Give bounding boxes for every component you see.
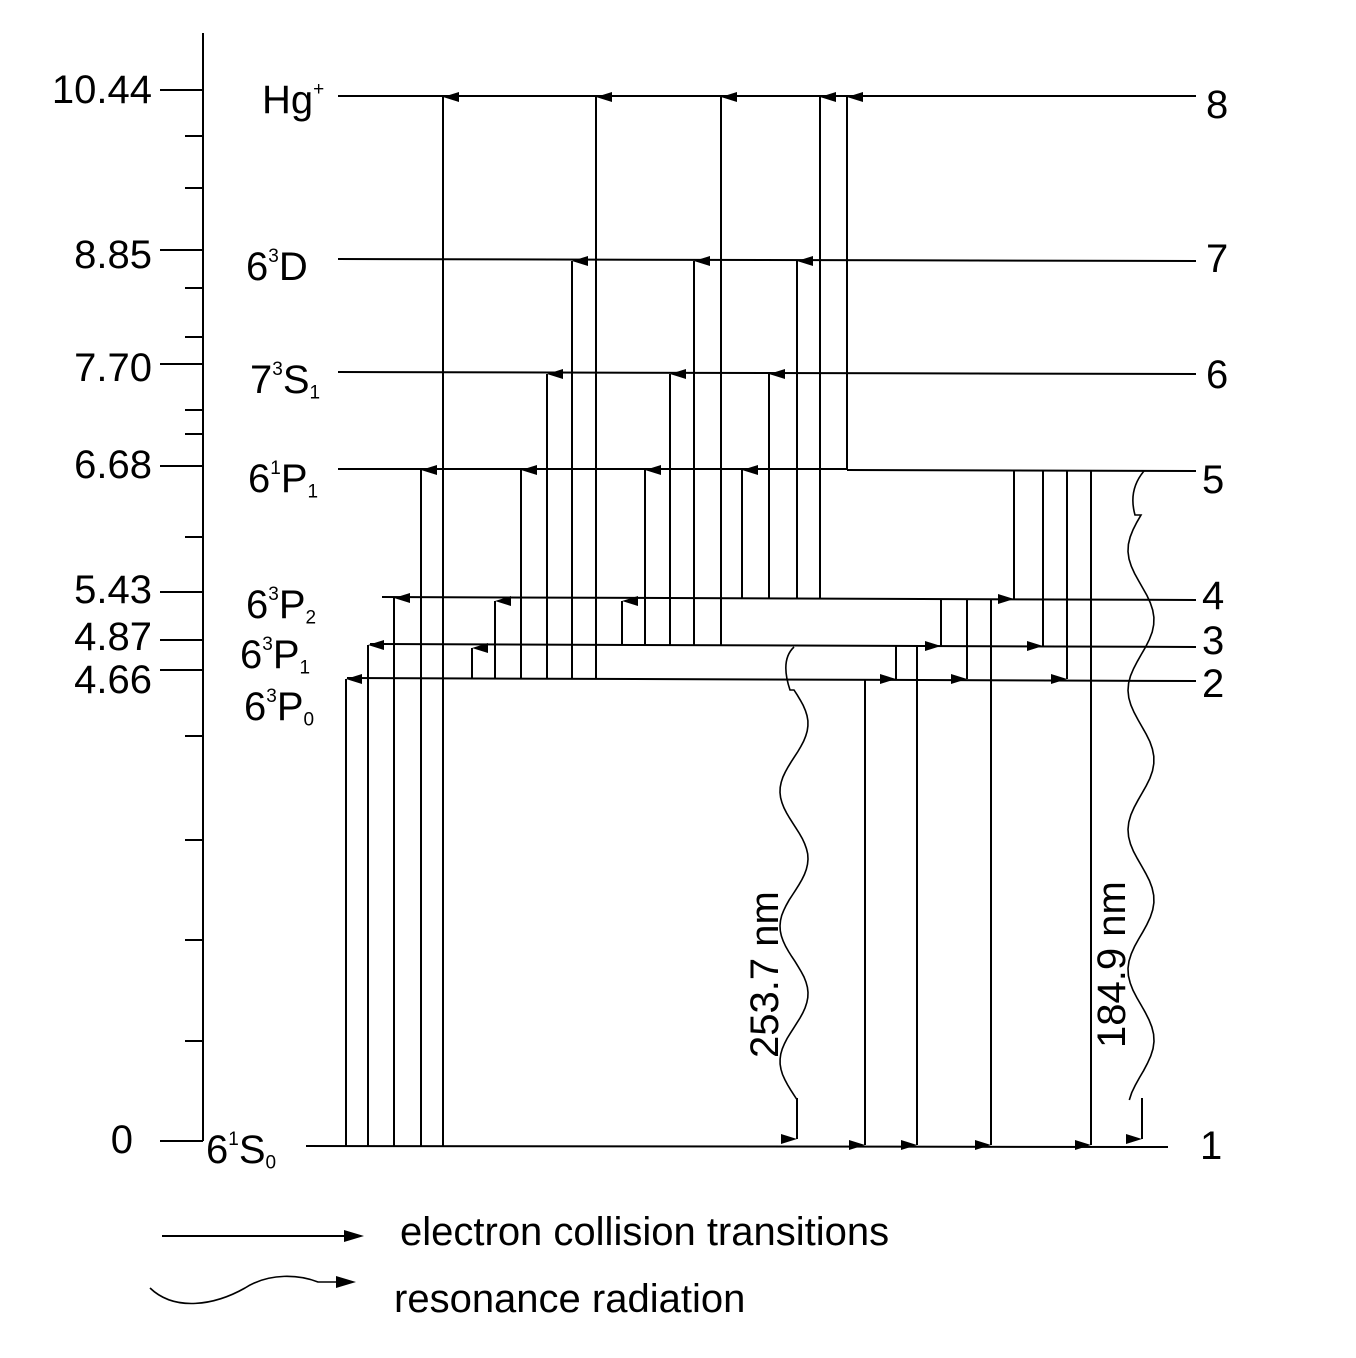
level-number-6: 6 (1206, 353, 1229, 397)
legend-collision-arrowhead (344, 1230, 364, 1242)
term-6-3d: 63D (246, 245, 308, 290)
term-6-3p2: 63P2 (246, 583, 317, 629)
term-6-3p0: 63P0 (244, 685, 315, 731)
term-6-3p1: 63P1 (240, 633, 311, 679)
transition-arrows (345, 92, 1092, 1150)
wavelength-253-label: 253.7 nm (743, 891, 787, 1058)
level-6-line (337, 371, 1197, 375)
term-hg-plus: Hg+ (262, 78, 325, 123)
legend-resonance-wave (149, 1275, 352, 1305)
wavelength-184-label: 184.9 nm (1090, 881, 1134, 1048)
axis-value-0: 0 (110, 1118, 133, 1162)
term-7-3s1: 73S1 (250, 358, 321, 404)
legend-symbols (149, 1230, 364, 1305)
axis-value-10.44: 10.44 (51, 68, 152, 112)
level-number-4: 4 (1202, 574, 1225, 618)
resonance-waves (779, 470, 1155, 1144)
legend-resonance-arrowhead (336, 1276, 356, 1288)
term-6-1p1: 61P1 (248, 457, 319, 503)
legend-resonance-text: resonance radiation (394, 1277, 746, 1321)
level-number-1: 1 (1200, 1124, 1223, 1168)
level-7-line (337, 258, 1197, 262)
axis-value-8.85: 8.85 (74, 233, 152, 277)
axis-value-7.70: 7.70 (74, 346, 152, 390)
resonance-wave-253 (779, 646, 809, 1101)
axis-value-4.66: 4.66 (74, 658, 152, 702)
level-3-line (369, 643, 1197, 648)
resonance-wave-184 (1127, 470, 1155, 1101)
level-4-line (381, 596, 1197, 601)
level-number-5: 5 (1202, 458, 1225, 502)
level-2-line (346, 677, 1197, 682)
level-number-7: 7 (1206, 237, 1229, 281)
level-5-line-right (846, 469, 1197, 472)
axis-value-4.87: 4.87 (74, 615, 152, 659)
axis-value-6.68: 6.68 (74, 443, 152, 487)
term-6-1s0: 61S0 (206, 1128, 277, 1174)
axis-value-5.43: 5.43 (74, 568, 152, 612)
level-number-2: 2 (1202, 662, 1225, 706)
level-number-3: 3 (1202, 619, 1225, 663)
energy-axis (160, 33, 204, 1142)
legend-collision-text: electron collision transitions (400, 1210, 890, 1254)
level-1-line (305, 1145, 1169, 1148)
level-number-8: 8 (1206, 83, 1229, 127)
